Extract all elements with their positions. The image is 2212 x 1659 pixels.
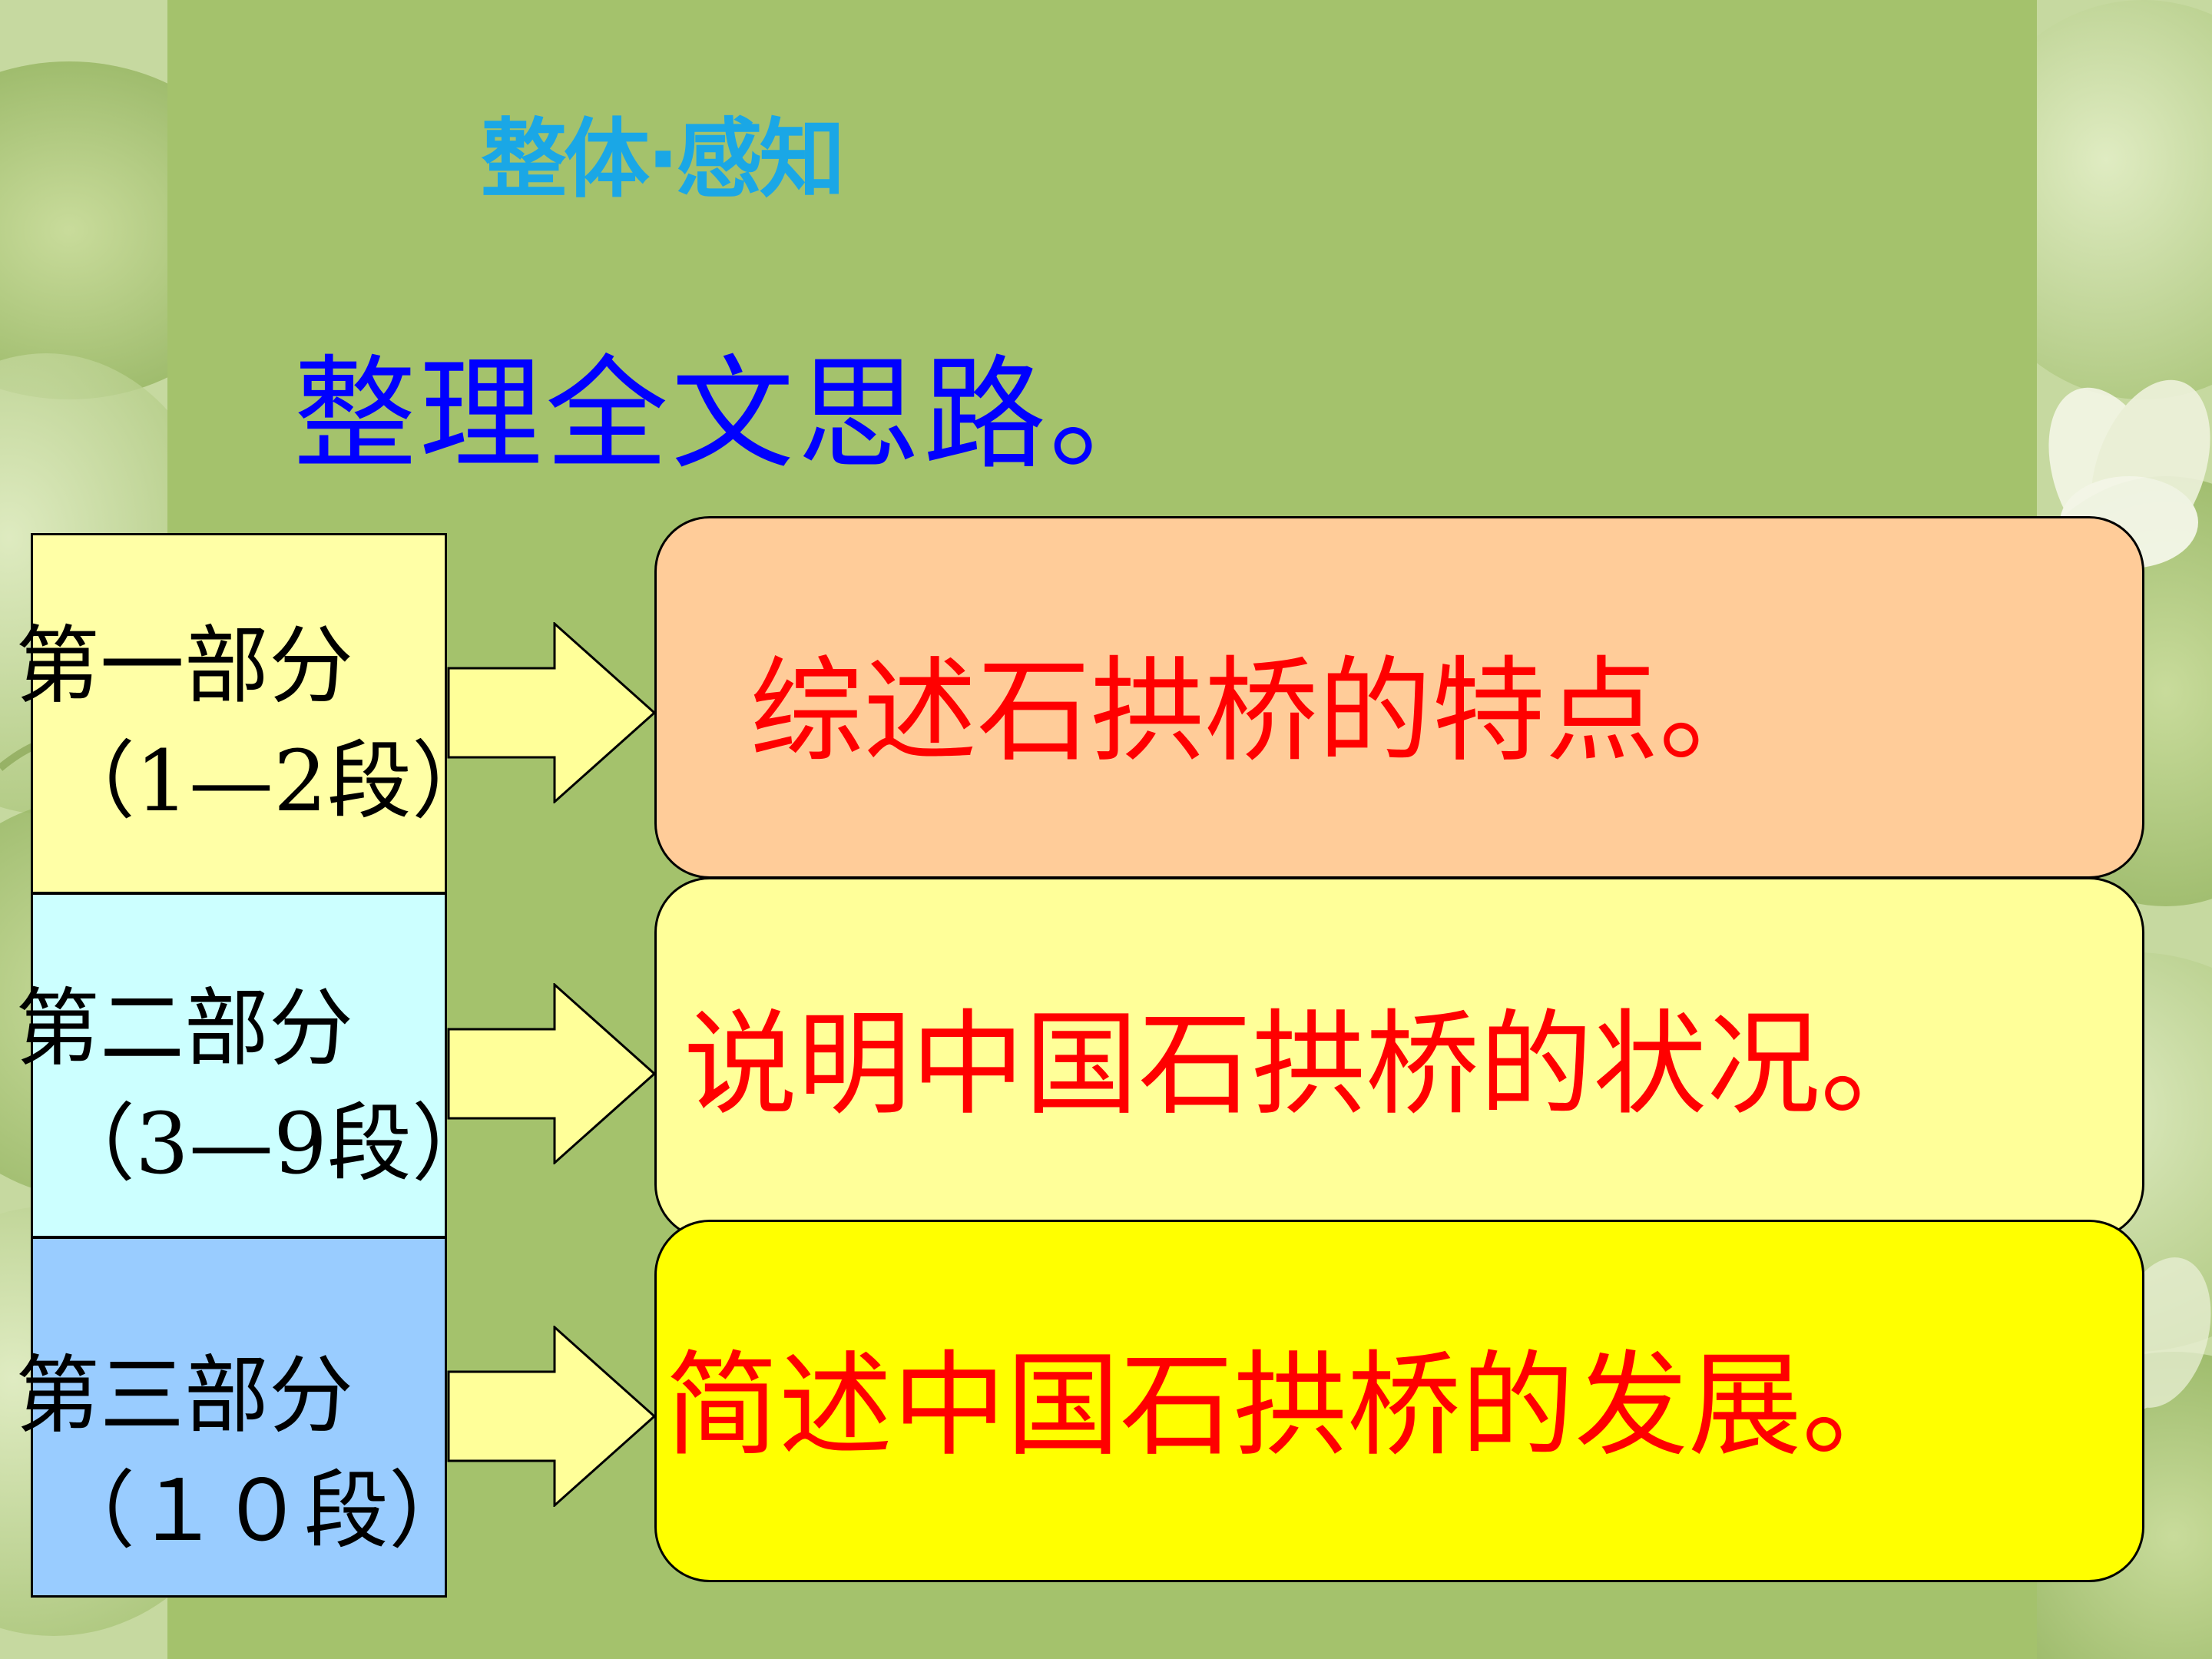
block-arrow-right-icon (447, 622, 656, 803)
part-3-label: 第三部分 （１０段） (15, 1338, 461, 1568)
part-3-range: （１０段） (15, 1453, 461, 1568)
slide-subtitle: 整理全文思路。 (293, 338, 1175, 492)
part-1-range: （1—2段） (15, 724, 461, 839)
part-2-range: （3—9段） (15, 1086, 461, 1201)
block-arrow-right-icon (447, 983, 656, 1164)
part-1-title: 第一部分 (15, 608, 461, 724)
part-2-summary: 说明中国石拱桥的状况。 (684, 995, 1934, 1134)
part-3-summary: 简述中国石拱桥的发展。 (665, 1336, 1916, 1475)
header-title: 整体·感知 (481, 106, 843, 214)
part-2-title: 第二部分 (15, 971, 461, 1086)
part-1-label: 第一部分 （1—2段） (15, 608, 461, 839)
part-3-title: 第三部分 (15, 1338, 461, 1453)
part-1-summary: 综述石拱桥的特点。 (750, 642, 1773, 780)
block-arrow-right-icon (447, 1326, 656, 1507)
part-2-label: 第二部分 （3—9段） (15, 971, 461, 1201)
